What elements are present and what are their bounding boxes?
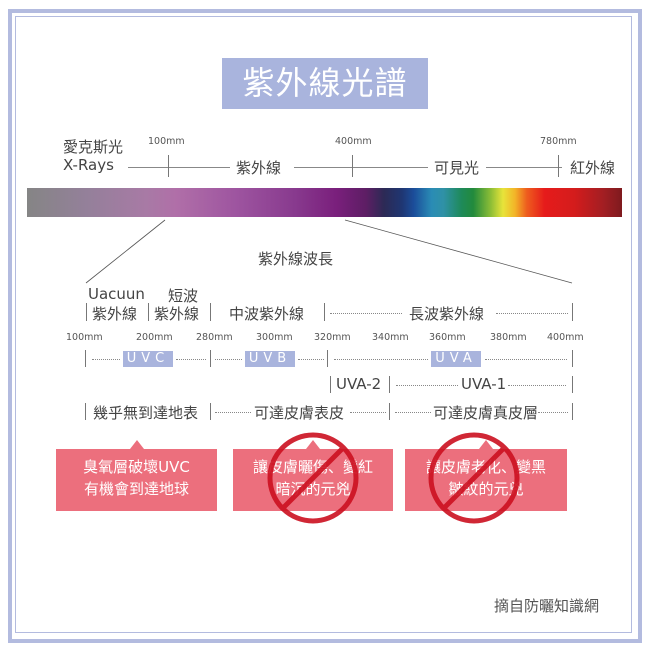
dotted-line xyxy=(485,359,567,360)
band-divider xyxy=(86,303,87,321)
dotted-line xyxy=(330,313,402,314)
dotted-line xyxy=(215,412,251,413)
dotted-line xyxy=(396,385,458,386)
uva2-label: UVA-2 xyxy=(336,375,382,393)
xray-label-cn: 愛克斯光 xyxy=(63,138,124,156)
region-ir: 紅外線 xyxy=(570,159,616,177)
scale-tick: 280mm xyxy=(196,332,233,343)
dotted-line xyxy=(334,359,428,360)
uvc-badge: UVC xyxy=(123,351,173,367)
uva-badge: UVA xyxy=(431,351,481,367)
reach-uva: 可達皮膚真皮層 xyxy=(433,404,539,422)
reach-uvb: 可達皮膚表皮 xyxy=(254,404,345,422)
xray-label-en: X-Rays xyxy=(63,156,114,174)
axis-line xyxy=(294,167,428,168)
reach-divider xyxy=(210,403,211,420)
spectrum-bar xyxy=(27,188,622,217)
band-short-top: 短波 xyxy=(168,287,199,305)
effect-line1: 讓皮膚曬傷、變紅 xyxy=(252,458,373,476)
uva1-label: UVA-1 xyxy=(461,375,507,393)
scale-tick: 200mm xyxy=(136,332,173,343)
uva-divider xyxy=(389,376,390,393)
tick-780: 780mm xyxy=(540,136,577,147)
uv-divider xyxy=(572,350,573,367)
ban-icon xyxy=(267,432,359,524)
region-visible: 可見光 xyxy=(434,159,480,177)
axis-line xyxy=(128,167,230,168)
scale-tick: 100mm xyxy=(66,332,103,343)
zoom-line-left xyxy=(85,219,166,284)
ban-icon xyxy=(428,432,520,524)
scale-tick: 300mm xyxy=(256,332,293,343)
reach-divider xyxy=(389,403,390,420)
dotted-line xyxy=(496,313,568,314)
band-short-cn: 紫外線 xyxy=(154,305,200,323)
scale-tick: 340mm xyxy=(372,332,409,343)
effect-line2: 有機會到達地球 xyxy=(83,480,189,498)
uvb-badge: UVB xyxy=(245,351,295,367)
uv-wavelength-title: 紫外線波長 xyxy=(258,250,334,268)
band-vacuum-en: Uacuun xyxy=(88,285,145,303)
dotted-line xyxy=(298,359,324,360)
tick-mark-780 xyxy=(558,155,559,177)
dotted-line xyxy=(508,385,566,386)
inner-frame xyxy=(15,16,632,633)
dotted-line xyxy=(176,359,206,360)
tick-mark-100 xyxy=(168,155,169,177)
dotted-line xyxy=(92,359,120,360)
axis-line xyxy=(486,167,562,168)
band-divider xyxy=(148,303,149,321)
scale-tick: 380mm xyxy=(490,332,527,343)
tick-400: 400mm xyxy=(335,136,372,147)
band-mid: 中波紫外線 xyxy=(229,305,305,323)
scale-tick: 360mm xyxy=(429,332,466,343)
dotted-line xyxy=(350,412,386,413)
tick-mark-400 xyxy=(352,155,353,177)
tick-100: 100mm xyxy=(148,136,185,147)
reach-divider xyxy=(85,403,86,420)
reach-divider xyxy=(572,403,573,420)
dotted-line xyxy=(395,412,431,413)
region-uv: 紫外線 xyxy=(236,159,282,177)
effect-box-uvc: 臭氧層破壞UVC 有機會到達地球 xyxy=(56,440,217,511)
zoom-line-right xyxy=(344,219,573,284)
band-divider xyxy=(324,303,325,321)
uva-divider xyxy=(330,376,331,393)
dotted-line xyxy=(215,359,242,360)
source-credit: 摘自防曬知識網 xyxy=(494,597,600,615)
band-divider xyxy=(210,303,211,321)
reach-uvc: 幾乎無到達地表 xyxy=(93,404,199,422)
band-long: 長波紫外線 xyxy=(409,305,485,323)
page-title: 紫外線光譜 xyxy=(222,58,428,109)
band-divider xyxy=(572,303,573,321)
band-vacuum-cn: 紫外線 xyxy=(92,305,138,323)
scale-tick: 320mm xyxy=(314,332,351,343)
uv-divider xyxy=(327,350,328,367)
dotted-line xyxy=(538,412,568,413)
outer-frame xyxy=(8,9,642,643)
scale-tick: 400mm xyxy=(547,332,584,343)
uv-divider xyxy=(210,350,211,367)
uva-divider xyxy=(572,376,573,393)
effect-line1: 臭氧層破壞UVC xyxy=(83,458,190,476)
uv-divider xyxy=(85,350,86,367)
